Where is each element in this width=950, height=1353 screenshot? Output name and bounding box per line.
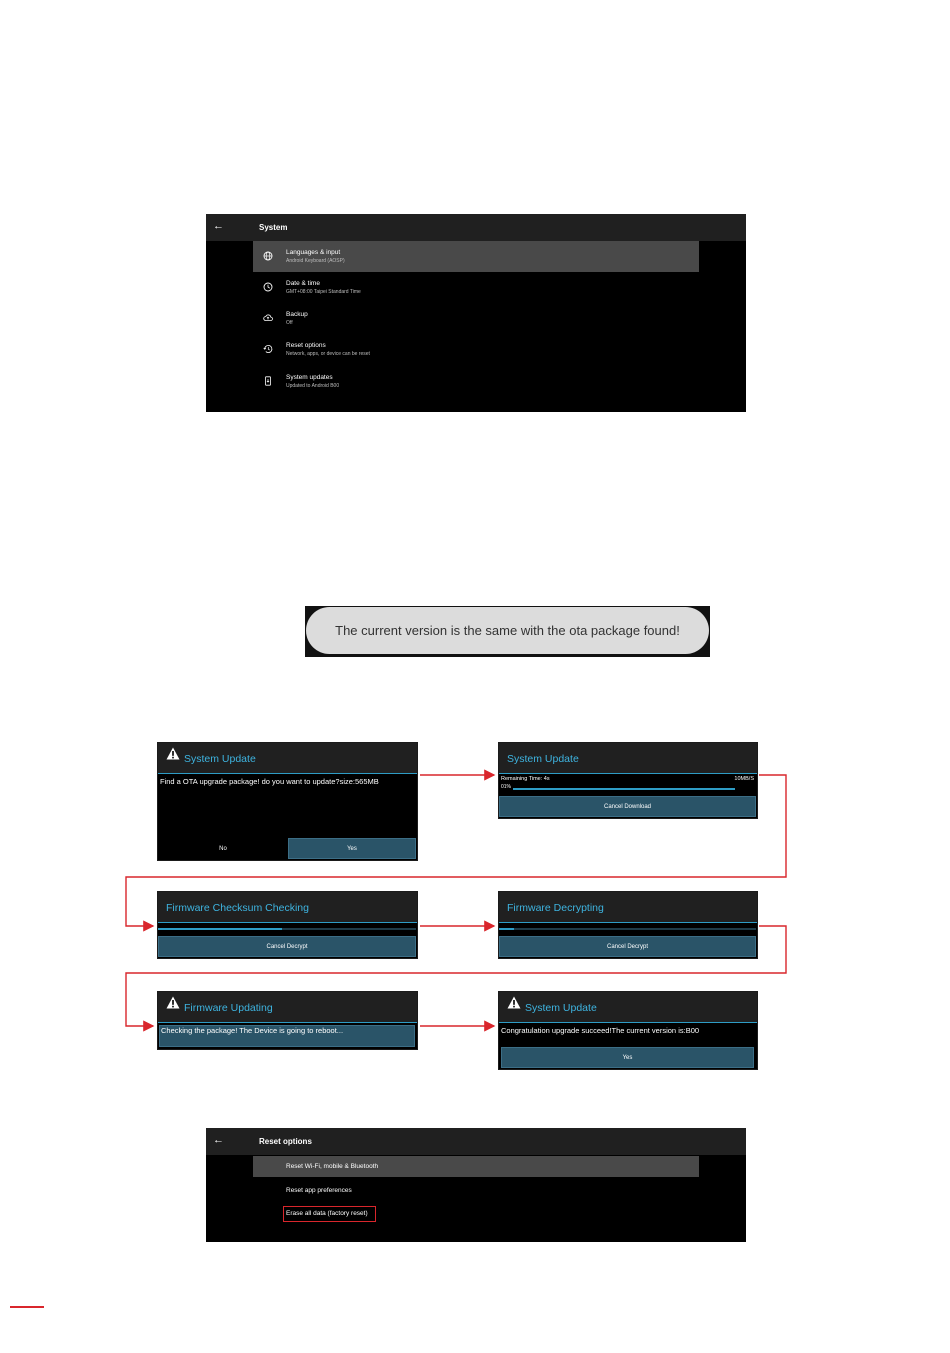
warning-icon [166,996,180,1009]
settings-item-sub: Off [286,320,293,326]
toast-message: The current version is the same with the… [306,607,709,654]
settings-item-languages[interactable]: Languages & input Android Keyboard (AOSP… [253,241,699,272]
settings-item-sub: Network, apps, or device can be reset [286,351,370,357]
reset-item-network[interactable]: Reset Wi-Fi, mobile & Bluetooth [253,1156,699,1177]
download-percent: 01% [501,784,512,790]
history-icon [263,345,273,353]
settings-header: ← Reset options [206,1128,746,1155]
settings-item-label: Languages & input [286,249,341,256]
settings-item-backup[interactable]: Backup Off [253,303,699,334]
dialog-message: Find a OTA upgrade package! do you want … [160,777,379,786]
dialog-title: Firmware Updating [184,1002,273,1014]
dialog-header: Firmware Checksum Checking [158,892,417,923]
settings-item-sub: Android Keyboard (AOSP) [286,258,345,264]
reset-options-panel: ← Reset options Reset Wi-Fi, mobile & Bl… [206,1128,746,1242]
settings-item-reset-options[interactable]: Reset options Network, apps, or device c… [253,334,699,365]
dialog-header: System Update [158,743,417,774]
settings-item-system-updates[interactable]: System updates Updated to Android B00 [253,366,699,397]
checksum-progress-bar [158,928,416,930]
settings-item-label: System updates [286,374,333,381]
reset-item-factory-reset[interactable]: Erase all data (factory reset) [253,1203,699,1224]
dialog-title: System Update [507,753,579,765]
checksum-dialog: Firmware Checksum Checking Cancel Decryp… [157,891,418,959]
cloud-upload-icon [263,314,273,321]
cancel-decrypt-button[interactable]: Cancel Decrypt [158,936,416,957]
yes-button[interactable]: Yes [501,1047,754,1068]
settings-title: Reset options [259,1137,312,1146]
settings-item-sub: Updated to Android B00 [286,383,340,389]
settings-item-label: Reset options [286,342,326,349]
toast-screenshot: The current version is the same with the… [305,606,710,657]
cancel-download-button[interactable]: Cancel Download [499,796,756,817]
decrypt-progress-bar [499,928,756,930]
dialog-header: System Update [499,992,757,1023]
settings-item-label: Reset Wi-Fi, mobile & Bluetooth [286,1163,379,1170]
footer-accent-line [10,1306,44,1308]
update-success-dialog: System Update Congratulation upgrade suc… [498,991,758,1070]
settings-item-date-time[interactable]: Date & time GMT+08:00 Taipei Standard Ti… [253,272,699,303]
remaining-time: Remaining Time: 4s [501,776,550,782]
dialog-message: Checking the package! The Device is goin… [161,1026,344,1035]
progress-fill [158,928,282,930]
dialog-message: Congratulation upgrade succeed!The curre… [501,1026,700,1035]
globe-icon [263,251,273,261]
settings-item-label: Backup [286,311,308,318]
settings-item-label: Erase all data (factory reset) [286,1210,368,1217]
firmware-updating-dialog: Firmware Updating Checking the package! … [157,991,418,1050]
yes-button[interactable]: Yes [288,838,416,859]
settings-item-label: Reset app preferences [286,1187,352,1194]
settings-item-sub: GMT+08:00 Taipei Standard Time [286,289,361,295]
dialog-title: Firmware Checksum Checking [166,902,309,914]
download-dialog: System Update Remaining Time: 4s 10MB/S … [498,742,758,819]
ota-found-dialog: System Update Find a OTA upgrade package… [157,742,418,861]
factory-reset-highlight [283,1206,376,1222]
clock-icon [263,282,273,292]
decrypting-dialog: Firmware Decrypting Cancel Decrypt [498,891,758,959]
warning-icon [507,996,521,1009]
dialog-header: Firmware Updating [158,992,417,1023]
dialog-header: Firmware Decrypting [499,892,757,923]
dialog-title: Firmware Decrypting [507,902,604,914]
cancel-decrypt-button[interactable]: Cancel Decrypt [499,936,756,957]
system-settings-panel: ← System Languages & input Android Keybo… [206,214,746,412]
dialog-title: System Update [184,753,256,765]
updating-message-box: Checking the package! The Device is goin… [159,1025,415,1047]
flow-arrow [125,769,787,1032]
reset-item-app-preferences[interactable]: Reset app preferences [253,1180,699,1201]
settings-title: System [259,223,288,232]
download-speed: 10MB/S [734,776,754,782]
dialog-title: System Update [525,1002,597,1014]
warning-icon [166,747,180,760]
back-arrow-icon[interactable]: ← [213,220,224,232]
settings-item-label: Date & time [286,280,320,287]
progress-fill [513,788,516,790]
dialog-header: System Update [499,743,757,774]
progress-fill [499,928,515,930]
download-progress-bar [513,788,735,790]
settings-header: ← System [206,214,746,241]
no-button[interactable]: No [158,839,288,859]
phone-update-icon [265,376,271,386]
back-arrow-icon[interactable]: ← [213,1134,224,1146]
